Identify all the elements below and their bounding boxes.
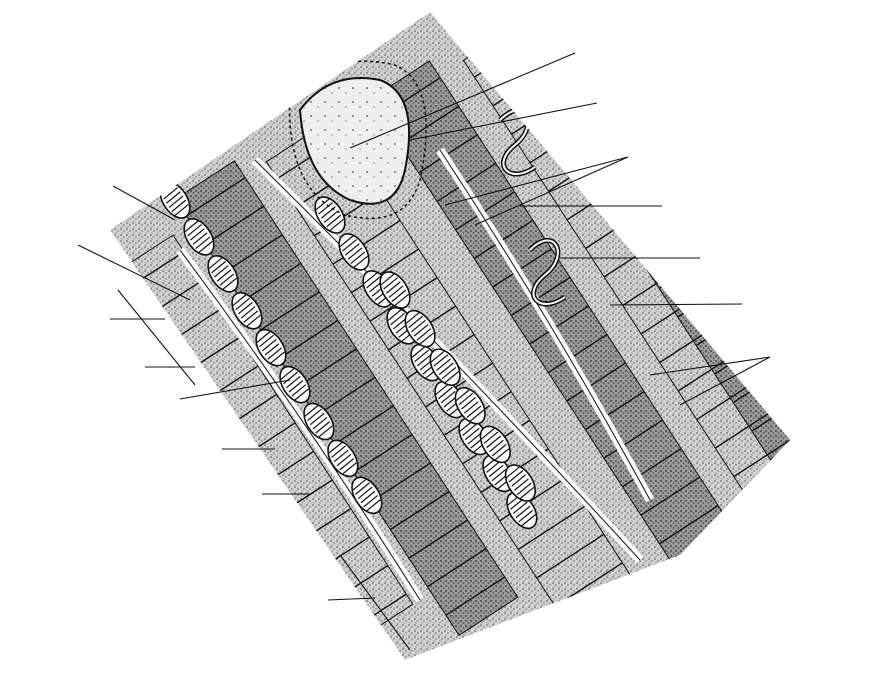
z-line (622, 193, 681, 231)
z-line (696, 307, 755, 345)
z-line (678, 279, 737, 317)
z-line (604, 165, 663, 203)
z-line (752, 464, 815, 505)
z-line (585, 136, 644, 174)
z-line (493, 65, 556, 106)
z-line (474, 36, 537, 77)
tissue-block (110, 12, 871, 660)
z-line (807, 479, 866, 517)
z-line (641, 222, 700, 260)
z-line (789, 450, 848, 488)
z-line (659, 250, 718, 288)
z-line (567, 108, 626, 146)
z-line (715, 336, 774, 374)
